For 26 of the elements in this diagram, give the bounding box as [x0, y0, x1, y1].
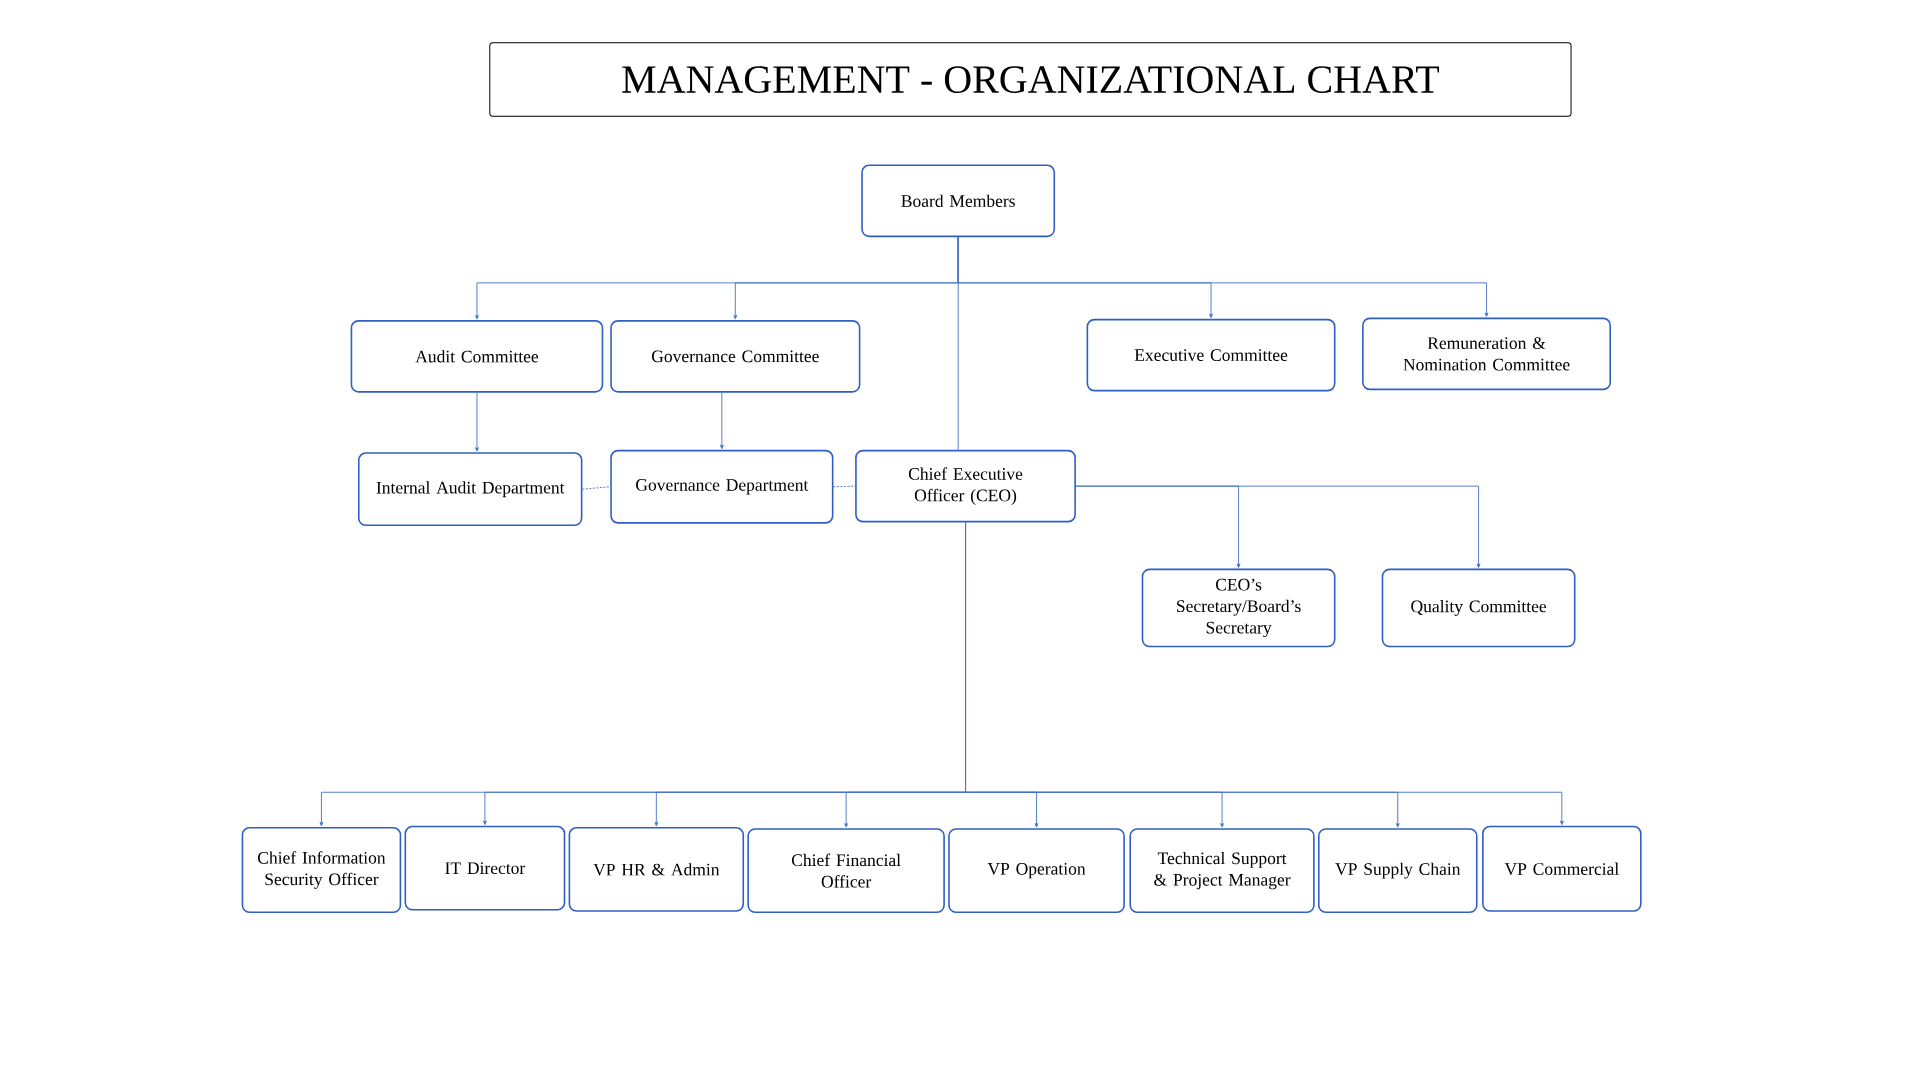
org-box: Audit Committee: [350, 320, 604, 393]
org-box: Technical Support & Project Manager: [1129, 828, 1315, 914]
connector: [1075, 485, 1481, 568]
org-box: Chief Financial Officer: [747, 828, 945, 914]
org-box: Governance Committee: [610, 320, 861, 393]
org-box: VP Supply Chain: [1318, 828, 1478, 914]
org-box: VP Operation: [948, 828, 1125, 914]
connector: [475, 392, 479, 452]
org-box: Board Members: [861, 164, 1056, 238]
title-box: MANAGEMENT - ORGANIZATIONAL CHART: [489, 42, 1572, 117]
org-box: VP HR & Admin: [568, 826, 745, 912]
org-box: Remuneration & Nomination Committee: [1362, 317, 1611, 391]
org-box: CEO’s Secretary/Board’s Secretary: [1141, 568, 1336, 648]
org-box: VP Commercial: [1482, 825, 1642, 912]
connector: [957, 236, 959, 451]
org-box: Chief Information Security Officer: [241, 826, 402, 914]
connector: [719, 392, 724, 450]
connector: [833, 485, 856, 488]
connector: [965, 522, 1564, 826]
org-box: IT Director: [404, 825, 566, 911]
org-box: Chief Executive Officer (CEO): [855, 449, 1076, 523]
org-box: Quality Committee: [1381, 568, 1576, 648]
org-box: Executive Committee: [1086, 318, 1336, 392]
org-box: Governance Department: [610, 449, 834, 524]
connector: [582, 486, 611, 490]
org-box: Internal Audit Department: [357, 452, 583, 527]
